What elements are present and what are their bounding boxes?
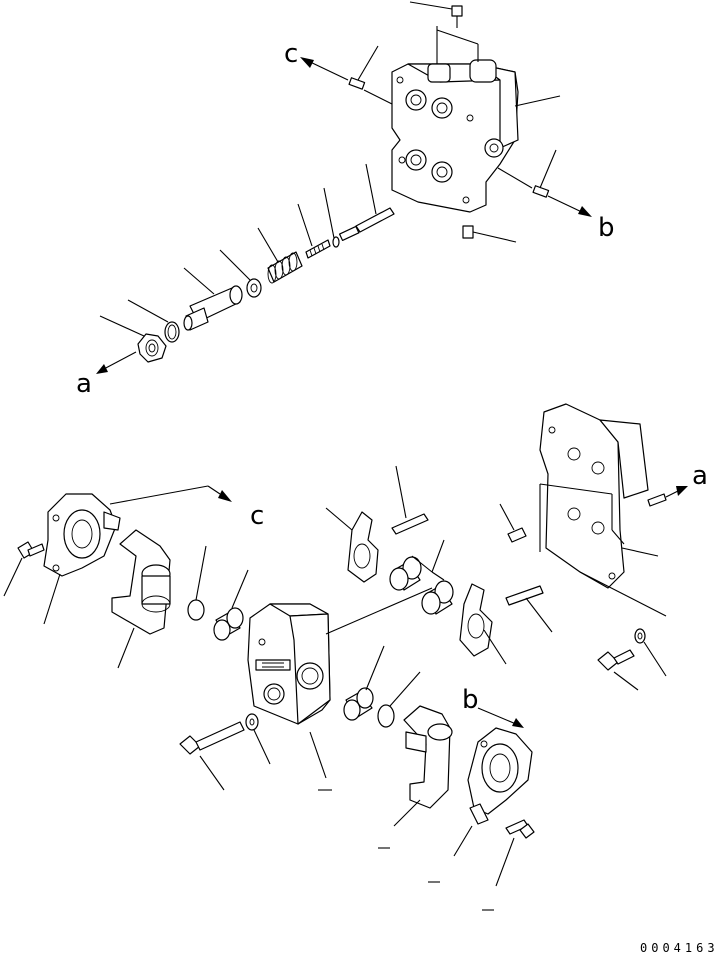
- small-ring: [323, 187, 340, 248]
- callout-b-lower: b: [462, 685, 479, 715]
- driven-gear: [459, 583, 507, 665]
- plate-dowel-pin: [499, 503, 527, 543]
- left-bolt: [3, 541, 45, 597]
- right-bolt: [597, 649, 639, 691]
- valve-body: [391, 26, 561, 213]
- callout-c-upper: c: [284, 39, 298, 69]
- right-cover-plate: [539, 403, 667, 617]
- washer-center: [245, 713, 271, 765]
- seal-disk-left: [187, 545, 207, 621]
- nut: [99, 315, 167, 363]
- callout-a-right: a: [692, 461, 708, 491]
- bottom-plug: [462, 225, 517, 243]
- right-bearing-bracket: [393, 705, 453, 827]
- arrow-a-upper: [96, 351, 137, 374]
- piston: [183, 267, 243, 331]
- upper-pins: [300, 45, 592, 217]
- seal-disk-lower: [377, 671, 421, 728]
- callout-b-upper: b: [598, 213, 615, 243]
- bushing-left: [213, 569, 249, 641]
- top-screw: [409, 1, 463, 28]
- upper-valve-assembly: c b: [76, 1, 615, 399]
- right-pin: [505, 585, 553, 633]
- bushing-mid-2: [411, 539, 454, 615]
- top-pin: [391, 465, 429, 535]
- lower-pump-assembly: c: [3, 403, 708, 911]
- right-end-cover: [453, 707, 533, 857]
- washer: [219, 249, 262, 298]
- leader-stubs: [318, 789, 494, 911]
- arrow-a-right: [647, 486, 688, 507]
- bushing-lower: [343, 645, 385, 721]
- left-end-cover: [43, 485, 232, 625]
- small-spring: [297, 203, 331, 259]
- left-bearing-bracket: [111, 529, 171, 669]
- callout-c-lower: c: [250, 501, 264, 531]
- gear-case: [247, 587, 433, 779]
- bushing-mid-1: [389, 556, 422, 591]
- bottom-bolt: [495, 819, 535, 887]
- large-spring: [257, 227, 303, 284]
- spool: [338, 163, 395, 242]
- o-ring: [127, 299, 180, 343]
- callout-a-upper: a: [76, 369, 92, 399]
- long-bolt-center: [179, 721, 245, 791]
- washer-right: [634, 628, 667, 677]
- figure-id: 00041631: [640, 941, 719, 955]
- drive-gear: [325, 507, 379, 583]
